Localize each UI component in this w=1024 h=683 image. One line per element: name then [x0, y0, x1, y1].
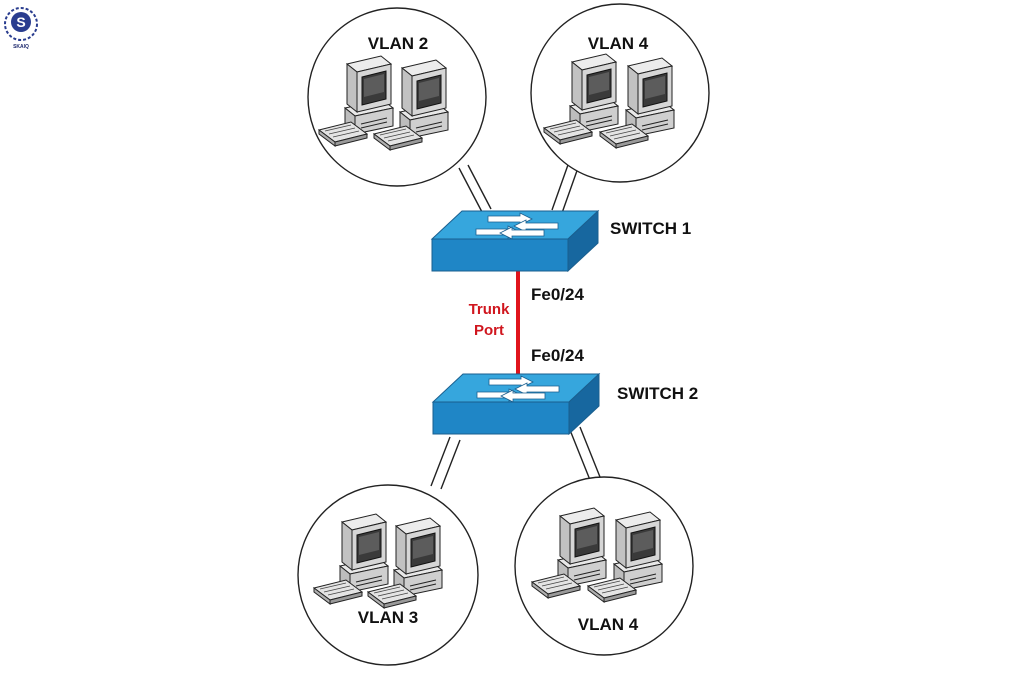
logo-shield-icon [11, 12, 31, 32]
trunk-label-line1: Trunk [469, 301, 510, 318]
switch-label: SWITCH 1 [610, 219, 691, 238]
vlan-4-bottom-right: VLAN 4 [514, 476, 694, 656]
switch-icon [431, 210, 599, 272]
trunk-label: Trunk Port [469, 301, 510, 339]
vlan-label: VLAN 4 [588, 34, 649, 53]
trunk-label-line2: Port [474, 322, 504, 339]
switch-2: Fe0/24 SWITCH 2 [432, 346, 698, 435]
logo-caption: SKAIQ [13, 44, 29, 50]
vlan-3-bottom-left: VLAN 3 [297, 484, 479, 666]
switch-1: SWITCH 1 Fe0/24 [431, 210, 691, 304]
link-switch2-vlan3 [430, 436, 461, 490]
vlan-4-top-right: VLAN 4 [530, 3, 710, 183]
switch-port-label: Fe0/24 [531, 285, 584, 304]
vlan-circle [530, 3, 710, 183]
logo-letter: S [16, 14, 25, 30]
link-vlan2-switch1 [458, 164, 492, 213]
switch-label: SWITCH 2 [617, 384, 698, 403]
brand-logo: S SKAIQ [4, 7, 38, 50]
link-vlan4-switch1 [551, 161, 580, 214]
vlan-label: VLAN 4 [578, 615, 639, 634]
link-switch2-vlan4 [569, 426, 601, 481]
switch-icon [432, 373, 600, 435]
vlan-label: VLAN 2 [368, 34, 428, 53]
logo-ring-icon [4, 7, 38, 41]
switch-port-label: Fe0/24 [531, 346, 584, 365]
vlan-label: VLAN 3 [358, 608, 418, 627]
vlan-2-top-left: VLAN 2 [307, 7, 487, 187]
